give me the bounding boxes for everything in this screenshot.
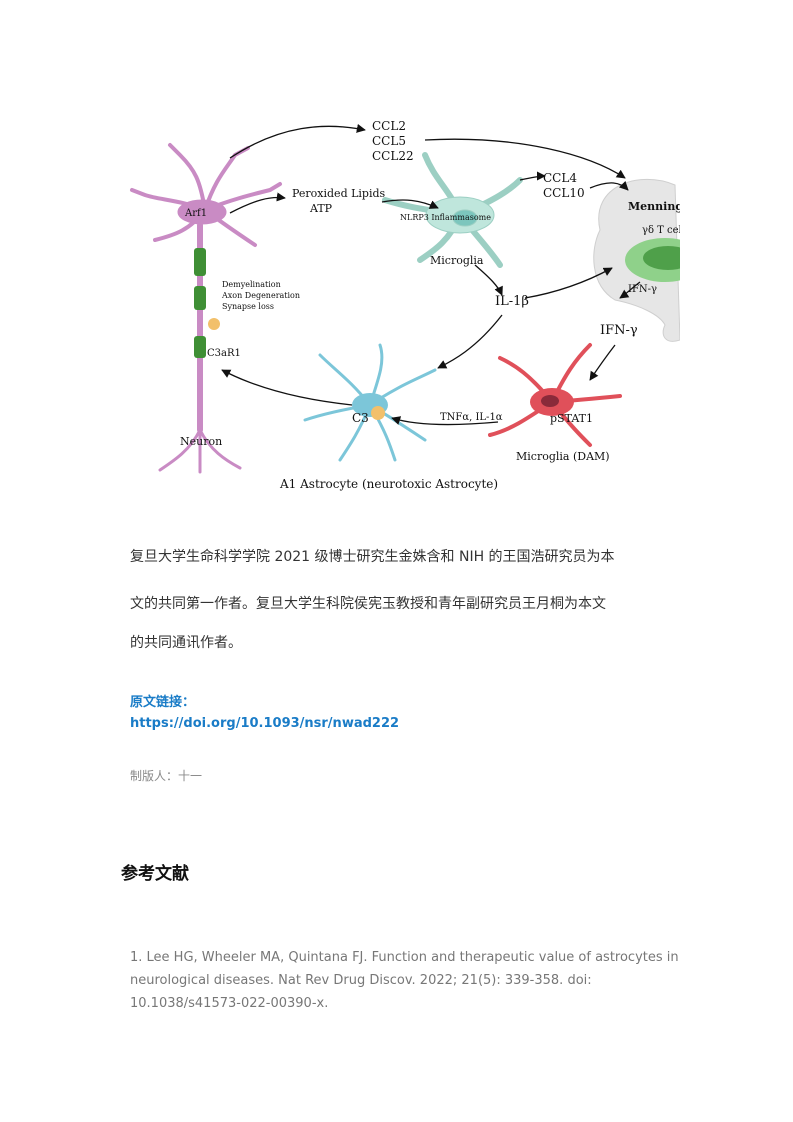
- editor-credit: 制版人：十一: [130, 769, 203, 783]
- paragraph-line: 复旦大学生命科学学院 2021 级博士研究生金姝含和 NIH 的王国浩研究员为本: [130, 549, 615, 565]
- dam-microglia-shape: [488, 343, 622, 447]
- label-ccl10: CCL10: [543, 186, 585, 200]
- source-link-label: 原文链接：: [130, 695, 196, 710]
- microglia-shape: [382, 152, 523, 268]
- label-nlrp3: NLRP3 Inflammasome: [400, 213, 491, 222]
- label-ifn-g-small: IFN-γ: [628, 284, 657, 295]
- paragraph-line: 的共同通讯作者。: [130, 635, 242, 651]
- label-synapse-loss: Synapse loss: [222, 302, 274, 311]
- myelin-segments: [194, 248, 220, 358]
- label-gd-t-cell: γδ T cell: [642, 225, 680, 236]
- astrocyte-shape: [303, 343, 437, 462]
- label-pstat1: pSTAT1: [550, 412, 593, 425]
- label-ccl5: CCL5: [372, 134, 406, 148]
- reference-item: 1. Lee HG, Wheeler MA, Quintana FJ. Func…: [130, 950, 679, 1011]
- label-ccl2: CCL2: [372, 119, 406, 133]
- label-atp: ATP: [309, 202, 333, 215]
- label-demyelination: Demyelination: [222, 280, 281, 289]
- label-ccl22: CCL22: [372, 149, 414, 163]
- label-neuron: Neuron: [180, 435, 222, 448]
- label-c3ar1: C3aR1: [207, 348, 241, 359]
- label-peroxided-lipids: Peroxided Lipids: [292, 187, 386, 200]
- label-a1-astrocyte: A1 Astrocyte (neurotoxic Astrocyte): [279, 477, 498, 491]
- arrows: [221, 123, 641, 426]
- label-ccl4: CCL4: [543, 171, 577, 185]
- paragraph-line: 文的共同第一作者。复旦大学生科院侯宪玉教授和青年副研究员王月桐为本文: [130, 596, 606, 612]
- label-microglia-dam: Microglia (DAM): [516, 450, 610, 463]
- source-link[interactable]: https://doi.org/10.1093/nsr/nwad222: [130, 716, 400, 731]
- label-ifn-g-large: IFN-γ: [600, 323, 638, 338]
- label-meninges: Menninges: [628, 200, 680, 213]
- label-c3: C3: [352, 411, 369, 425]
- meninges-shape: [593, 178, 680, 342]
- label-il1b: IL-1β: [495, 294, 529, 309]
- label-tnf-il1a: TNFα, IL-1α: [440, 412, 503, 423]
- label-arf1: Arf1: [184, 208, 207, 219]
- references-heading: 参考文献: [121, 864, 189, 884]
- label-microglia: Microglia: [430, 254, 484, 267]
- pathway-figure: CCL2 CCL5 CCL22 Arf1 Peroxided Lipids AT…: [130, 119, 680, 491]
- label-axon-degeneration: Axon Degeneration: [221, 291, 300, 300]
